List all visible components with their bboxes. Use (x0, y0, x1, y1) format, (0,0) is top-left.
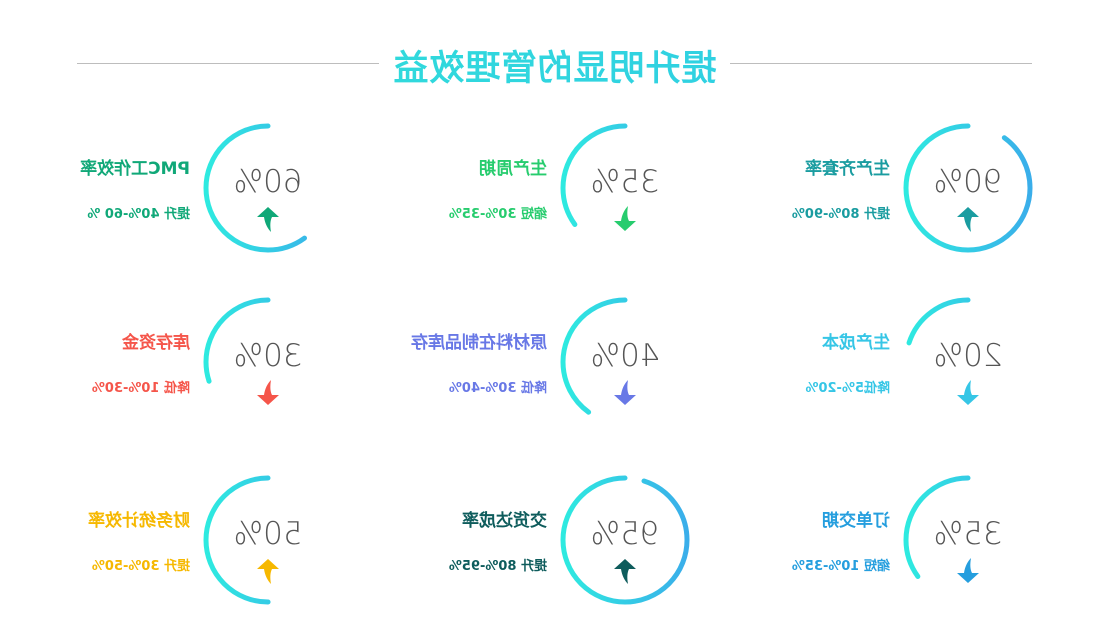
percent-value: 35% (590, 164, 660, 200)
progress-ring (903, 297, 1033, 427)
progress-arc (903, 297, 1033, 427)
metric-name: 生产成本 (822, 333, 890, 353)
metric-name: 订单交期 (822, 511, 890, 531)
arrow-down-icon (957, 380, 979, 405)
metric-name: 生产齐套率 (805, 159, 890, 179)
percent-value: 95% (590, 516, 660, 552)
metric-card: 35% 订单交期 缩短 10%-35% (708, 470, 1038, 610)
metric-name: 生产周期 (479, 159, 547, 179)
metric-name: 库存资金 (122, 333, 190, 353)
arrow-down-icon (257, 380, 279, 405)
percent-value: 50% (233, 516, 303, 552)
metric-description: 提升 80%-90% (791, 207, 890, 222)
progress-ring (903, 475, 1033, 605)
metric-card: 20% 生产成本 降低5%-20% (708, 292, 1038, 432)
arrow-up-icon (957, 207, 979, 232)
arrow-up-icon (257, 207, 279, 232)
progress-ring (903, 123, 1033, 253)
progress-arc (560, 475, 690, 605)
metric-card: 50% 财务统计效率 提升 30%-50% (8, 470, 338, 610)
arrow-up-icon (614, 559, 636, 584)
progress-arc (560, 297, 690, 427)
progress-ring (560, 123, 690, 253)
percent-value: 20% (933, 338, 1003, 374)
progress-ring (203, 297, 333, 427)
progress-arc (203, 123, 333, 253)
metric-name: 原材料在制品库存 (411, 333, 547, 353)
percent-value: 40% (590, 338, 660, 374)
metric-description: 提升 40%-60 % (87, 207, 190, 222)
metric-card: 30% 库存资金 降低 10%-30% (8, 292, 338, 432)
metric-name: PMC工作效率 (80, 159, 190, 179)
metric-card: 40% 原材料在制品库存 降低 30%-40% (365, 292, 695, 432)
metric-description: 降低 30%-40% (448, 381, 547, 396)
percent-value: 90% (933, 164, 1003, 200)
progress-arc (903, 123, 1033, 253)
metric-description: 提升 30%-50% (91, 559, 190, 574)
percent-value: 60% (233, 164, 303, 200)
metric-description: 降低5%-20% (805, 381, 890, 396)
percent-value: 35% (933, 516, 1003, 552)
progress-arc (203, 297, 333, 427)
arrow-down-icon (614, 380, 636, 405)
progress-ring (560, 475, 690, 605)
metric-description: 降低 10%-30% (91, 381, 190, 396)
percent-value: 30% (233, 338, 303, 374)
arrow-up-icon (257, 559, 279, 584)
progress-ring (203, 475, 333, 605)
metric-card: 90% 生产齐套率 提升 80%-90% (708, 118, 1038, 258)
progress-arc (903, 475, 1033, 605)
metric-description: 缩短 30%-35% (448, 207, 547, 222)
metric-description: 缩短 10%-35% (791, 559, 890, 574)
page-title: 提升明显的管理效益 (0, 40, 1109, 91)
metric-card: 35% 生产周期 缩短 30%-35% (365, 118, 695, 258)
arrow-down-icon (957, 558, 979, 583)
metric-description: 提升 80%-95% (448, 559, 547, 574)
arrow-down-icon (614, 206, 636, 231)
progress-ring (560, 297, 690, 427)
metric-card: 60% PMC工作效率 提升 40%-60 % (8, 118, 338, 258)
progress-arc (560, 123, 690, 253)
progress-arc (203, 475, 333, 605)
metric-card: 95% 交货达成率 提升 80%-95% (365, 470, 695, 610)
metric-name: 财务统计效率 (88, 511, 190, 531)
progress-ring (203, 123, 333, 253)
metric-name: 交货达成率 (462, 511, 547, 531)
